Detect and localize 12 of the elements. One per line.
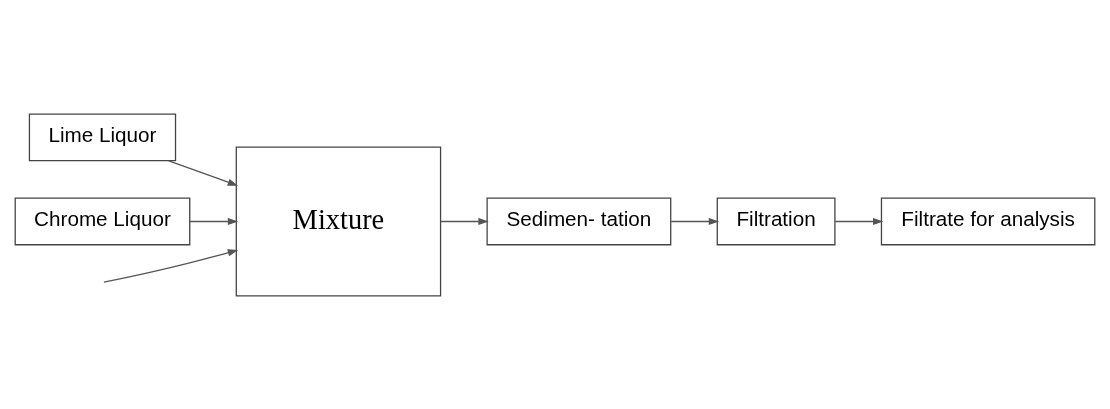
node-box: Sedimen- tation (486, 197, 672, 245)
arrow (439, 217, 489, 225)
node-box: Filtration (716, 197, 836, 245)
node-box: Lime Liquor (28, 113, 177, 161)
node-box: Chrome Liquor (14, 197, 191, 245)
arrow (670, 217, 720, 225)
arrow (103, 248, 239, 283)
arrow (834, 217, 884, 225)
arrow (168, 159, 239, 186)
arrow (189, 217, 239, 225)
node-box: Mixture (235, 146, 442, 296)
node-box: Filtrate for analysis (880, 197, 1096, 245)
